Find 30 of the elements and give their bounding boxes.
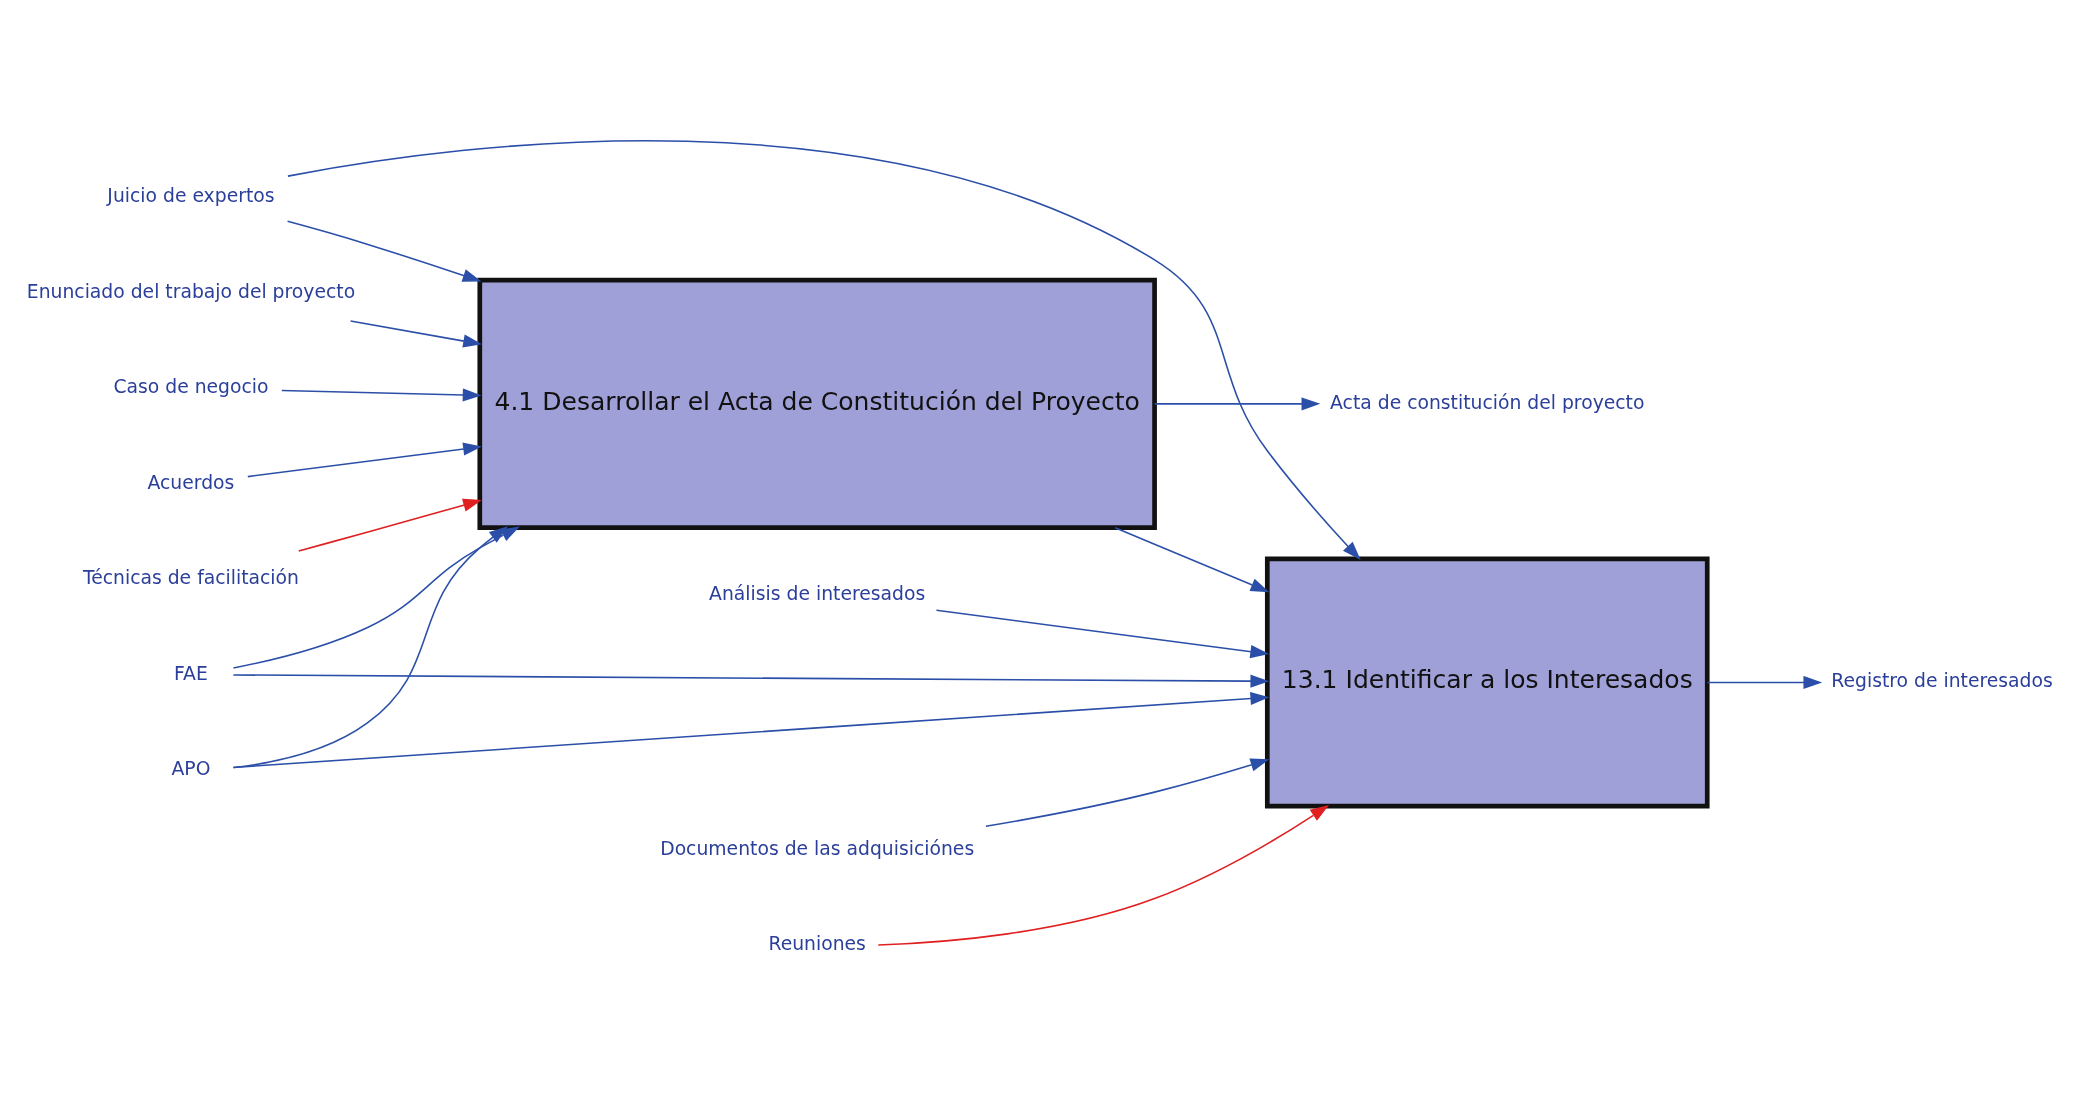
arrow	[1114, 526, 1270, 592]
node-text: Juicio de expertos	[107, 184, 275, 206]
node-text: FAE	[174, 662, 208, 684]
arrow	[985, 758, 1270, 827]
node-text: Acta de constitución del proyecto	[1330, 391, 1645, 413]
arrow	[877, 804, 1329, 946]
node-box: 13.1 Identificar a los Interesados	[1264, 556, 1710, 809]
node-text: Acuerdos	[147, 471, 235, 493]
arrow	[281, 387, 482, 402]
node-text: Registro de interesados	[1831, 669, 2053, 691]
arrow	[935, 609, 1270, 658]
arrow	[232, 673, 1270, 688]
arrow	[232, 691, 1270, 768]
node-text: Reuniones	[768, 932, 866, 954]
arrow	[232, 525, 508, 768]
arrow	[232, 525, 520, 669]
node-text: Documentos de las adquisiciónes	[660, 837, 975, 859]
arrow	[297, 498, 482, 552]
arrow	[349, 319, 483, 348]
node-text: Caso de negocio	[113, 375, 269, 397]
arrow	[286, 220, 482, 282]
arrow	[1153, 396, 1321, 410]
node-text: Técnicas de facilitación	[82, 566, 299, 588]
node-text: APO	[171, 757, 211, 779]
node-box: 4.1 Desarrollar el Acta de Constitución del Proyecto	[477, 277, 1157, 530]
arrow	[287, 139, 1361, 560]
node-text: Enunciado del trabajo del proyecto	[26, 280, 356, 302]
arrow	[247, 441, 482, 477]
arrow	[1706, 675, 1823, 689]
node-text: Análisis de interesados	[709, 582, 926, 604]
